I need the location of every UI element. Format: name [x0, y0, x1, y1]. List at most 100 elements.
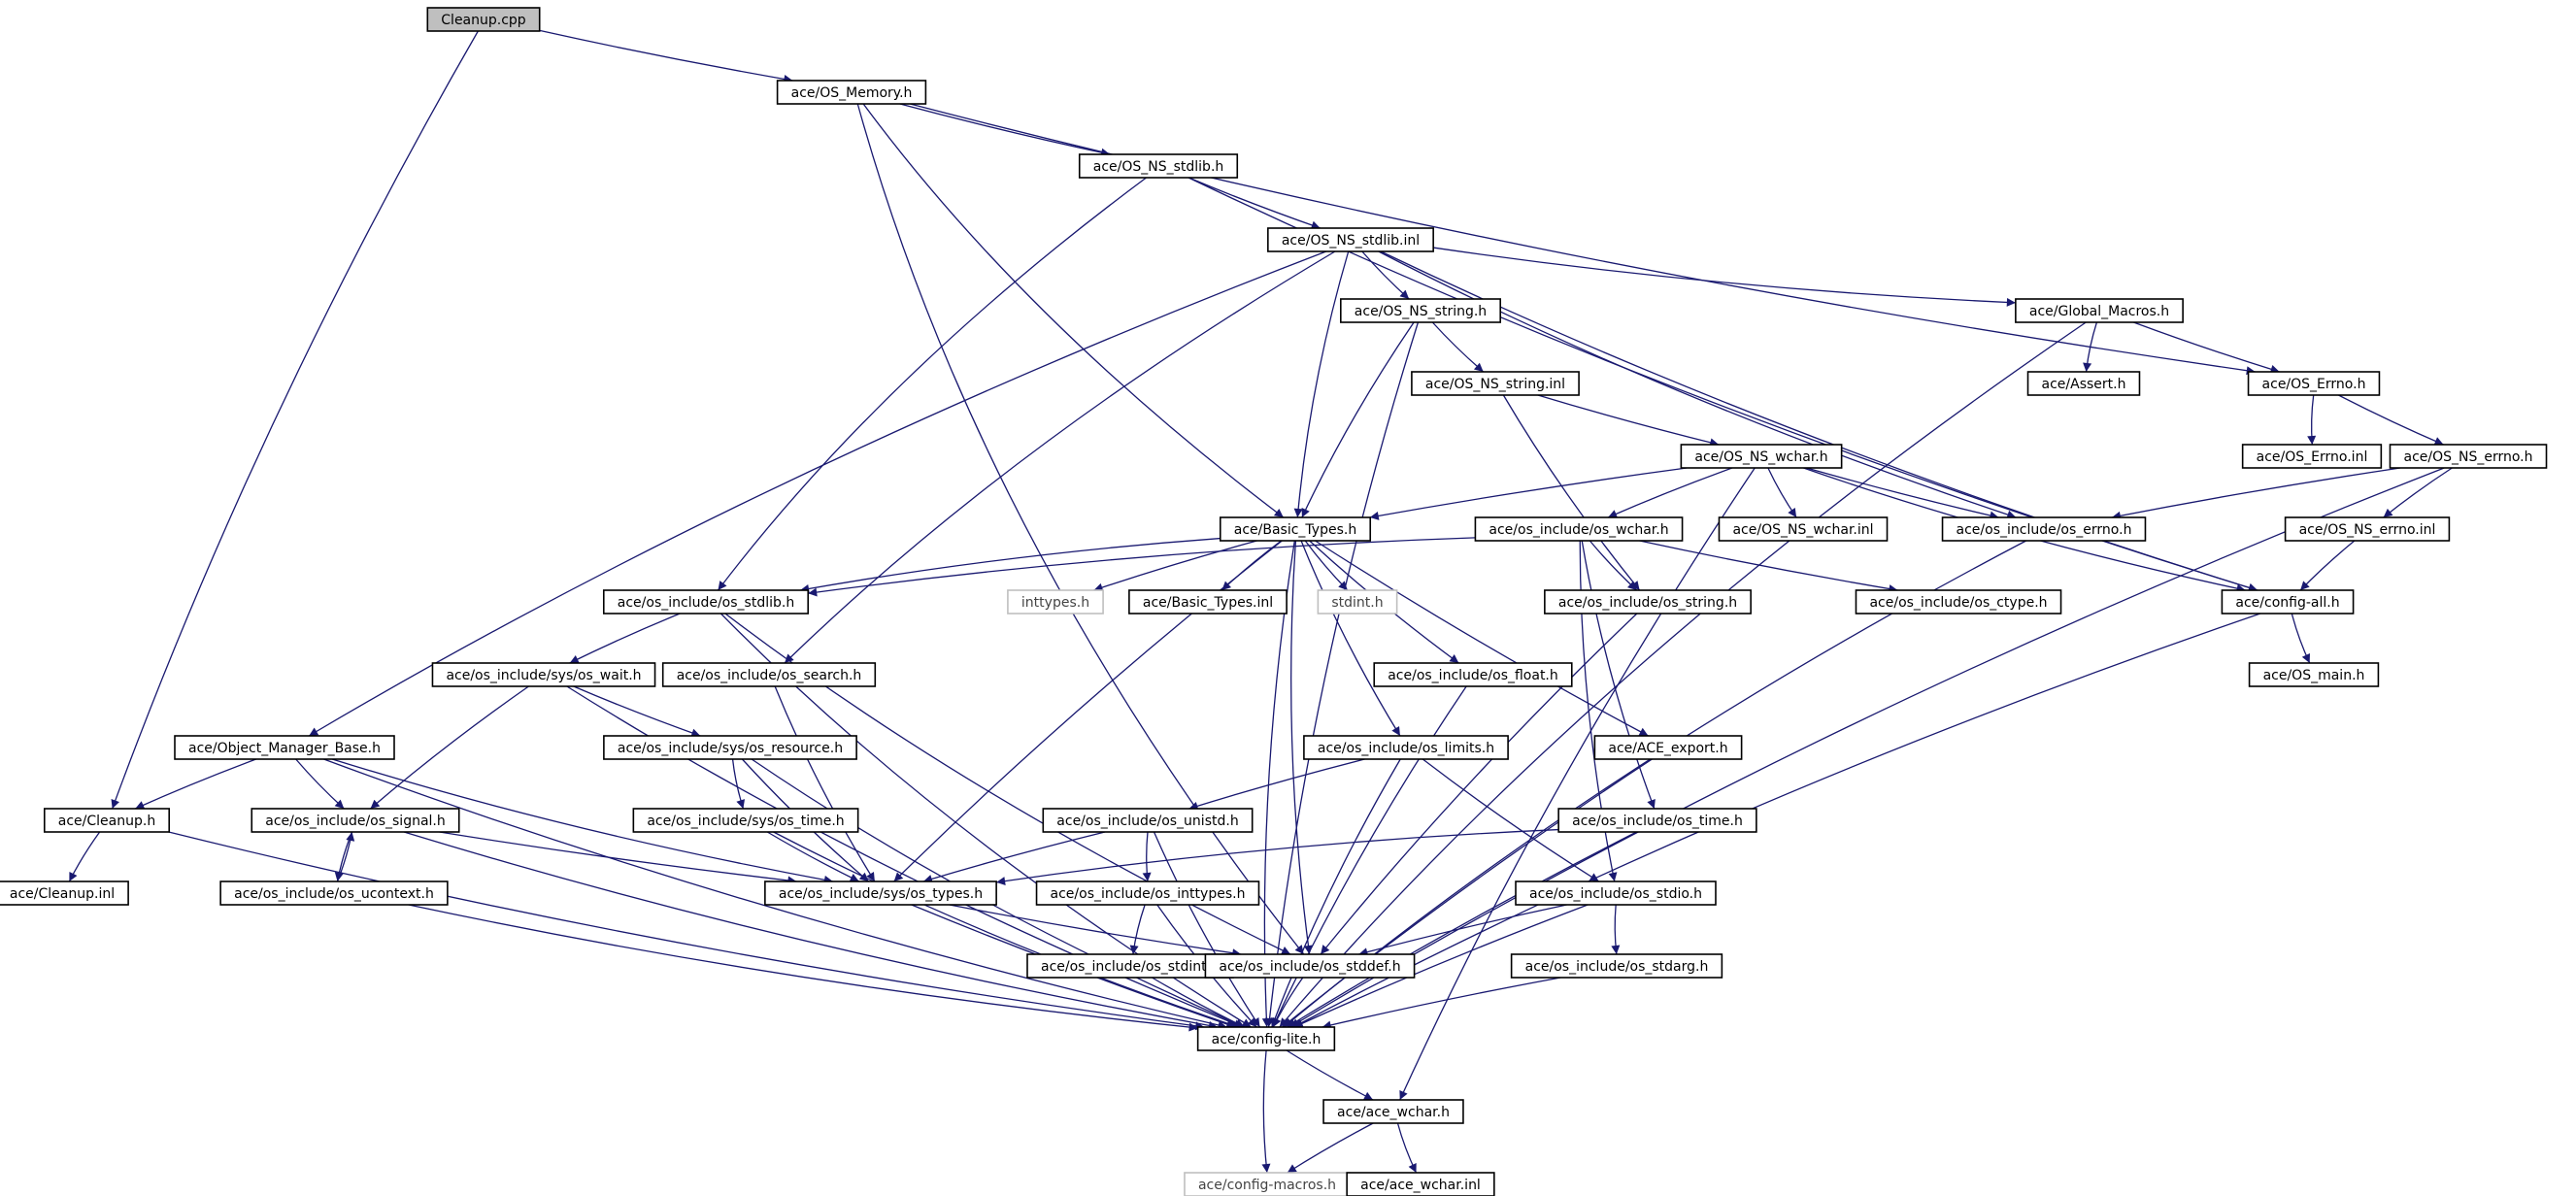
node-ace-export-h[interactable]: ace/ACE_export.h	[1593, 735, 1743, 760]
node-os-include-sys-os-wait-h[interactable]: ace/os_include/sys/os_wait.h	[431, 662, 656, 687]
node-os-include-os-ctype-h[interactable]: ace/os_include/os_ctype.h	[1855, 589, 2062, 615]
node-box	[1322, 1099, 1464, 1124]
node-label: ace/OS_NS_errno.h	[2403, 449, 2532, 465]
node-box	[1196, 1026, 1336, 1051]
node-os-include-os-stdio-h[interactable]: ace/os_include/os_stdio.h	[1515, 880, 1717, 906]
node-label: ace/OS_NS_string.inl	[1425, 377, 1565, 392]
node-os-include-os-errno-h[interactable]: ace/os_include/os_errno.h	[1941, 516, 2147, 542]
node-os-include-os-time-h[interactable]: ace/os_include/os_time.h	[1557, 808, 1757, 833]
edge-os-include-os-wchar-h-to-os-include-os-stdlib-h	[808, 537, 1476, 597]
edge-os-ns-stdlib-h-to-os-include-os-stdlib-h	[717, 177, 1147, 591]
node-os-ns-wchar-inl[interactable]: ace/OS_NS_wchar.inl	[1718, 516, 1889, 542]
edge-config-all-h-to-os-main-h	[2291, 613, 2311, 664]
node-basic-types-inl[interactable]: ace/Basic_Types.inl	[1128, 589, 1288, 615]
node-box	[1411, 371, 1580, 396]
node-os-include-os-stdint-h[interactable]: ace/os_include/os_stdint.h	[1026, 953, 1234, 979]
node-os-ns-stdlib-inl[interactable]: ace/OS_NS_stdlib.inl	[1267, 227, 1434, 252]
node-os-include-os-unistd-h[interactable]: ace/os_include/os_unistd.h	[1042, 808, 1254, 833]
node-assert-h[interactable]: ace/Assert.h	[2026, 371, 2141, 396]
node-cleanup-cpp[interactable]: Cleanup.cpp	[426, 7, 541, 32]
node-os-include-os-ucontext-h[interactable]: ace/os_include/os_ucontext.h	[219, 880, 449, 906]
node-ace-wchar-inl[interactable]: ace/ace_wchar.inl	[1346, 1172, 1495, 1196]
node-box	[1007, 589, 1104, 615]
node-config-all-h[interactable]: ace/config-all.h	[2221, 589, 2355, 615]
node-os-errno-h[interactable]: ace/OS_Errno.h	[2247, 371, 2381, 396]
node-os-include-os-search-h[interactable]: ace/os_include/os_search.h	[661, 662, 877, 687]
node-os-ns-string-h[interactable]: ace/OS_NS_string.h	[1340, 298, 1501, 323]
edge-cleanup-cpp-to-cleanup-h	[111, 30, 479, 810]
edge-os-ns-wchar-h-to-ace-wchar-h	[1399, 467, 1756, 1101]
edge-object-manager-base-h-to-os-include-os-signal-h	[295, 758, 345, 810]
edge-os-ns-stdlib-inl-to-os-include-os-search-h	[784, 250, 1336, 664]
node-os-main-h[interactable]: ace/OS_main.h	[2248, 662, 2380, 687]
node-os-include-sys-os-types-h[interactable]: ace/os_include/sys/os_types.h	[764, 880, 997, 906]
node-label: ace/os_include/os_stdarg.h	[1525, 959, 1709, 975]
nodes-layer: Cleanup.cpp ace/OS_Memory.h ace/OS_NS_stdl…	[0, 7, 2548, 1196]
edge-os-ns-wchar-h-to-basic-types-h	[1369, 467, 1688, 520]
node-label: ace/Cleanup.inl	[10, 886, 115, 902]
node-os-include-sys-os-resource-h[interactable]: ace/os_include/sys/os_resource.h	[603, 735, 857, 760]
node-label: ace/ACE_export.h	[1608, 741, 1727, 756]
edge-os-include-os-inttypes-h-to-os-include-os-stdint-h	[1129, 904, 1146, 955]
node-label: ace/os_include/os_stdio.h	[1529, 886, 1702, 902]
node-box	[2241, 444, 2383, 469]
node-box	[2026, 371, 2141, 396]
edge-os-include-os-string-h-to-os-include-os-stddef-h	[1320, 613, 1638, 955]
node-label: ace/os_include/os_stddef.h	[1219, 959, 1400, 975]
node-os-ns-string-inl[interactable]: ace/OS_NS_string.inl	[1411, 371, 1580, 396]
edge-cleanup-h-to-config-lite-h	[168, 831, 1205, 1031]
node-box	[776, 80, 927, 105]
edge-os-ns-stdlib-inl-to-os-ns-string-h	[1361, 250, 1410, 300]
node-cleanup-h[interactable]: ace/Cleanup.h	[43, 808, 171, 833]
node-global-macros-h[interactable]: ace/Global_Macros.h	[2015, 298, 2184, 323]
node-os-include-os-signal-h[interactable]: ace/os_include/os_signal.h	[251, 808, 460, 833]
edge-os-include-sys-os-wait-h-to-os-include-sys-os-resource-h	[573, 685, 701, 738]
node-box	[1267, 227, 1434, 252]
node-label: ace/os_include/os_inttypes.h	[1051, 886, 1246, 902]
node-os-ns-stdlib-h[interactable]: ace/OS_NS_stdlib.h	[1078, 153, 1239, 179]
node-stdint-h[interactable]: stdint.h	[1317, 589, 1398, 615]
node-box	[1340, 298, 1501, 323]
node-os-include-os-inttypes-h[interactable]: ace/os_include/os_inttypes.h	[1035, 880, 1260, 906]
edge-os-include-os-limits-h-to-config-lite-h	[1270, 758, 1401, 1028]
edge-object-manager-base-h-to-cleanup-h	[135, 758, 256, 810]
node-box	[1346, 1172, 1495, 1196]
node-basic-types-h[interactable]: ace/Basic_Types.h	[1219, 516, 1372, 542]
node-label: ace/Object_Manager_Base.h	[188, 741, 381, 756]
node-cleanup-inl[interactable]: ace/Cleanup.inl	[0, 880, 129, 906]
node-ace-wchar-h[interactable]: ace/ace_wchar.h	[1322, 1099, 1464, 1124]
node-os-include-os-float-h[interactable]: ace/os_include/os_float.h	[1373, 662, 1573, 687]
edge-os-include-os-signal-h-to-os-include-sys-os-types-h	[439, 831, 797, 885]
node-inttypes-h[interactable]: inttypes.h	[1007, 589, 1104, 615]
node-os-memory-h[interactable]: ace/OS_Memory.h	[776, 80, 927, 105]
node-label: ace/OS_NS_string.h	[1355, 304, 1487, 319]
edge-os-ns-stdlib-h-to-os-ns-stdlib-inl	[1188, 177, 1321, 230]
node-os-include-os-string-h[interactable]: ace/os_include/os_string.h	[1544, 589, 1752, 615]
node-os-ns-wchar-h[interactable]: ace/OS_NS_wchar.h	[1680, 444, 1843, 469]
node-os-include-os-stddef-h[interactable]: ace/os_include/os_stddef.h	[1204, 953, 1416, 979]
node-os-include-os-stdarg-h[interactable]: ace/os_include/os_stdarg.h	[1510, 953, 1723, 979]
edge-os-include-os-signal-h-to-config-lite-h	[403, 831, 1219, 1030]
node-os-ns-errno-h[interactable]: ace/OS_NS_errno.h	[2389, 444, 2548, 469]
edge-os-include-os-stdarg-h-to-config-lite-h	[1321, 977, 1561, 1030]
node-label: ace/ace_wchar.inl	[1360, 1178, 1481, 1193]
edge-basic-types-h-to-os-include-os-limits-h	[1300, 540, 1401, 737]
node-os-include-os-stdlib-h[interactable]: ace/os_include/os_stdlib.h	[602, 589, 810, 615]
edge-os-memory-h-to-os-ns-stdlib-h	[899, 103, 1111, 157]
node-box	[426, 7, 541, 32]
node-object-manager-base-h[interactable]: ace/Object_Manager_Base.h	[174, 735, 395, 760]
edge-os-include-os-limits-h-to-os-include-os-stdio-h	[1422, 758, 1600, 882]
node-os-ns-errno-inl[interactable]: ace/OS_NS_errno.inl	[2284, 516, 2451, 542]
edge-os-ns-string-h-to-basic-types-h	[1301, 321, 1415, 518]
node-label: ace/Global_Macros.h	[2029, 304, 2169, 319]
node-os-include-os-wchar-h[interactable]: ace/os_include/os_wchar.h	[1474, 516, 1684, 542]
node-box	[1510, 953, 1723, 979]
node-config-lite-h[interactable]: ace/config-lite.h	[1196, 1026, 1336, 1051]
node-os-include-os-limits-h[interactable]: ace/os_include/os_limits.h	[1303, 735, 1509, 760]
node-label: ace/config-lite.h	[1212, 1032, 1321, 1047]
node-os-errno-inl[interactable]: ace/OS_Errno.inl	[2241, 444, 2383, 469]
node-config-macros-h[interactable]: ace/config-macros.h	[1184, 1172, 1351, 1196]
node-label: ace/os_include/sys/os_wait.h	[446, 668, 641, 683]
node-os-include-sys-os-time-h[interactable]: ace/os_include/sys/os_time.h	[632, 808, 859, 833]
edge-os-include-os-wchar-h-to-os-include-os-string-h	[1589, 540, 1638, 591]
